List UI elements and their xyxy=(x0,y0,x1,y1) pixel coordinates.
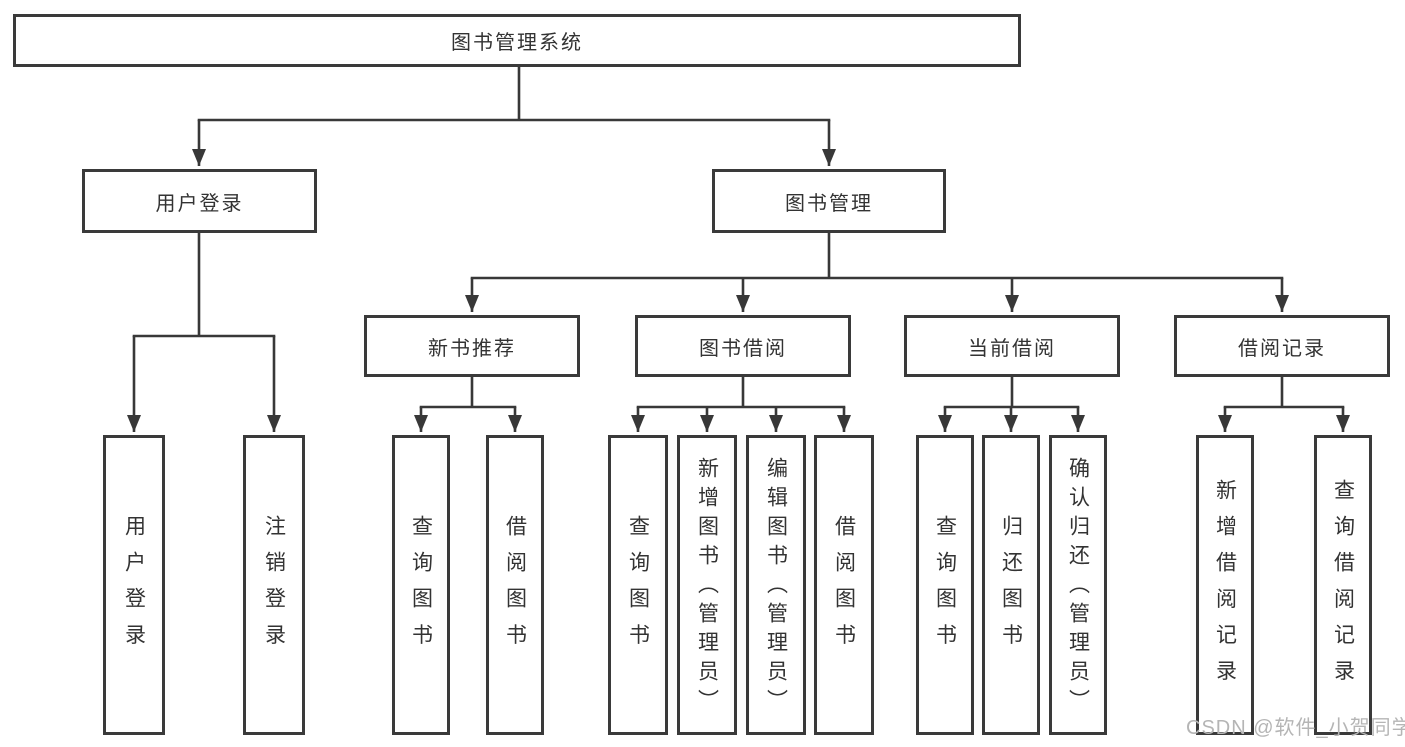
leaf-add-borrow-record: 新增借阅记录 xyxy=(1196,435,1254,735)
node-book-borrowing: 图书借阅 xyxy=(635,315,851,377)
leaf-add-book-admin: 新增图书（管理员） xyxy=(677,435,737,735)
leaf-logout: 注销登录 xyxy=(243,435,305,735)
csdn-watermark: CSDN @软件_小贺同学 xyxy=(1186,717,1405,739)
leaf-confirm-return-admin: 确认归还（管理员） xyxy=(1049,435,1107,735)
node-root: 图书管理系统 xyxy=(13,14,1021,67)
leaf-query-books-current: 查询图书 xyxy=(916,435,974,735)
node-user-login: 用户登录 xyxy=(82,169,317,233)
leaf-edit-book-admin: 编辑图书（管理员） xyxy=(746,435,806,735)
leaf-query-borrow-record: 查询借阅记录 xyxy=(1314,435,1372,735)
leaf-query-books-recommend: 查询图书 xyxy=(392,435,450,735)
node-borrowing-records: 借阅记录 xyxy=(1174,315,1390,377)
node-book-management: 图书管理 xyxy=(712,169,946,233)
leaf-borrow-books-recommend: 借阅图书 xyxy=(486,435,544,735)
node-current-borrowing: 当前借阅 xyxy=(904,315,1120,377)
leaf-query-books-borrow: 查询图书 xyxy=(608,435,668,735)
leaf-borrow-books: 借阅图书 xyxy=(814,435,874,735)
leaf-return-books: 归还图书 xyxy=(982,435,1040,735)
leaf-user-login: 用户登录 xyxy=(103,435,165,735)
node-new-book-recommendation: 新书推荐 xyxy=(364,315,580,377)
